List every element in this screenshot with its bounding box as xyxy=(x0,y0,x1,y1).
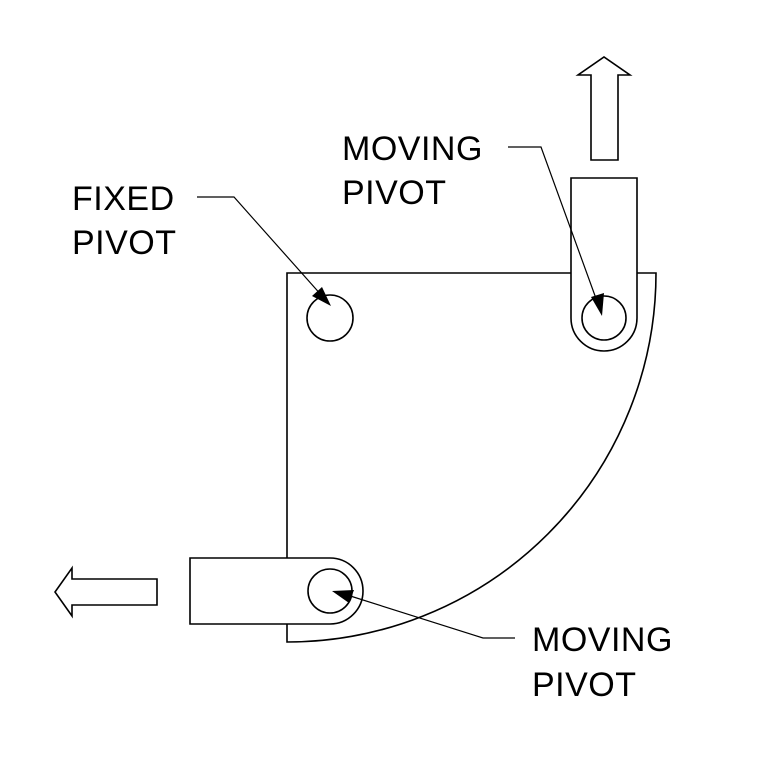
top-moving-pivot-arrowhead xyxy=(591,293,604,316)
top-moving-pivot-hole xyxy=(581,295,627,341)
up-motion-arrow xyxy=(575,56,633,161)
bottom-moving-pivot-label-line2: PIVOT xyxy=(532,666,637,704)
top-moving-pivot-label-line2: PIVOT xyxy=(342,174,447,212)
top-moving-pivot-label-line1: MOVING xyxy=(342,130,483,168)
bottom-moving-pivot-leader xyxy=(343,593,515,639)
quarter-plate xyxy=(286,272,657,643)
fixed-pivot-hole xyxy=(306,294,354,342)
fixed-pivot-label-line1: FIXED xyxy=(72,180,175,218)
bottom-link xyxy=(189,557,364,625)
left-motion-arrow xyxy=(54,565,158,619)
top-link xyxy=(570,177,638,352)
top-moving-pivot-leader xyxy=(508,146,599,305)
fixed-pivot-leader xyxy=(197,196,324,298)
fixed-pivot-label-line2: PIVOT xyxy=(72,224,177,262)
bottom-moving-pivot-arrowhead xyxy=(332,590,354,603)
fixed-pivot-arrowhead xyxy=(312,287,331,306)
bottom-moving-pivot-label-line1: MOVING xyxy=(532,621,673,659)
